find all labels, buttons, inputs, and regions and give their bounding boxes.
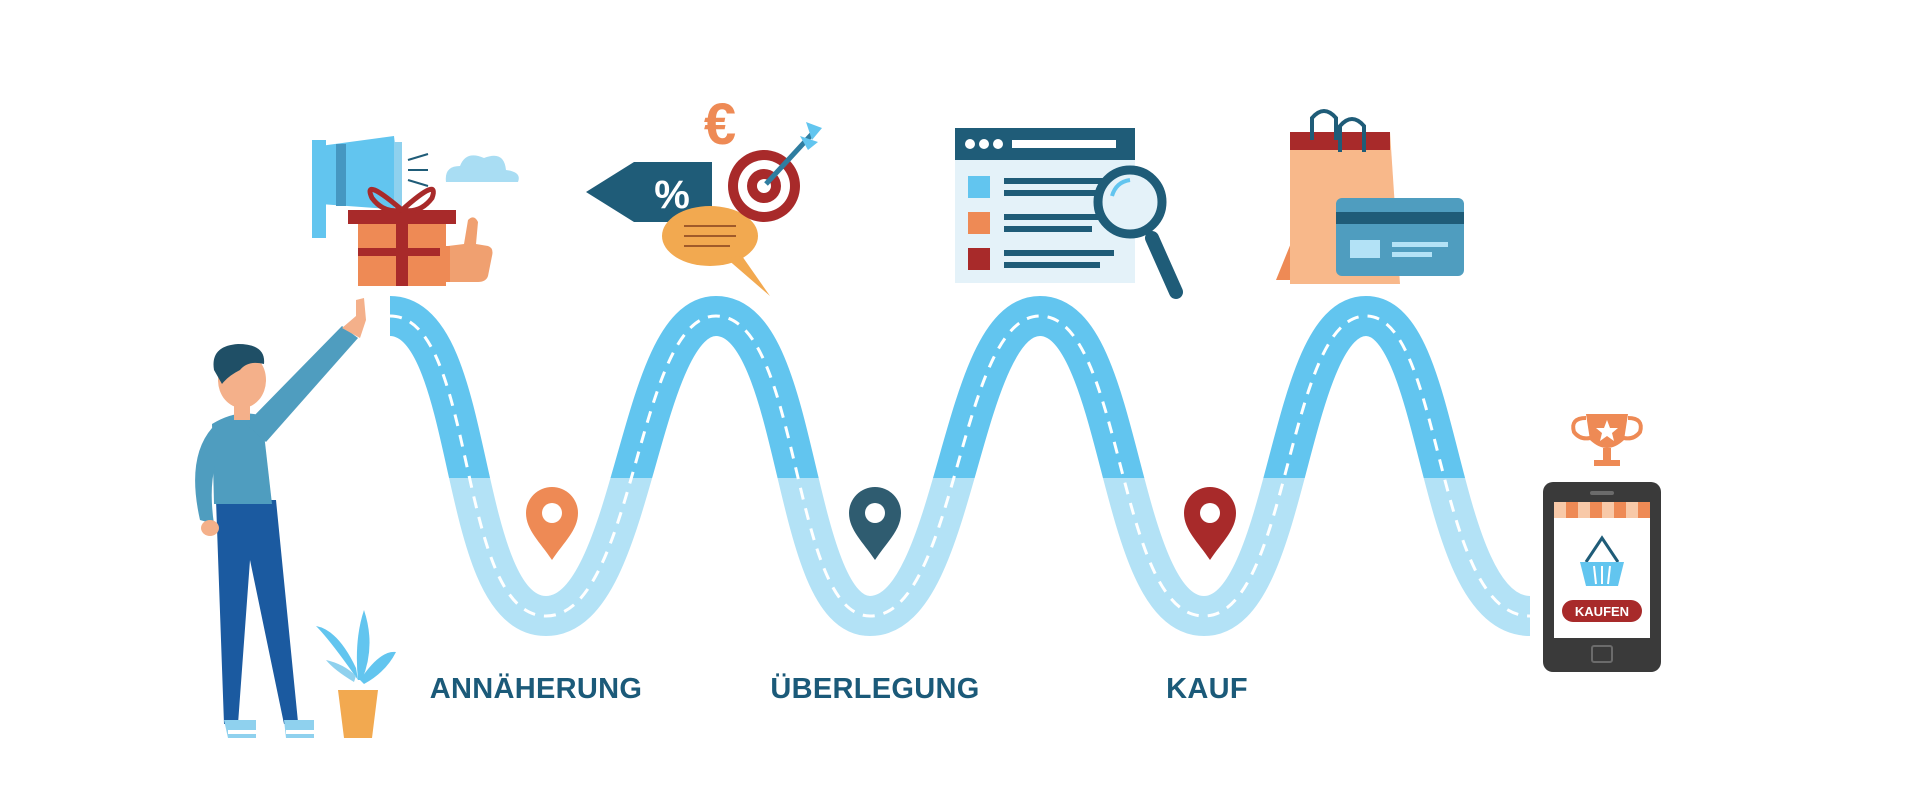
gift-box-icon bbox=[348, 186, 456, 286]
euro-symbol-icon: € bbox=[704, 92, 736, 157]
potted-plant-illustration bbox=[316, 610, 396, 738]
location-pin-icon bbox=[849, 487, 901, 560]
thumbs-up-icon bbox=[440, 217, 493, 282]
location-pin-icon bbox=[526, 487, 578, 560]
person-pointing-illustration bbox=[195, 298, 366, 738]
kaufen-button[interactable]: KAUFEN bbox=[1562, 600, 1642, 622]
magnifying-glass-icon bbox=[1093, 165, 1183, 299]
stage-label-annaeherung: ANNÄHERUNG bbox=[429, 673, 643, 705]
credit-card-icon bbox=[1336, 198, 1464, 276]
cloud-icon bbox=[445, 155, 519, 182]
speech-bubble-icon bbox=[662, 206, 770, 296]
location-pin-icon bbox=[1184, 487, 1236, 560]
road-center-dashes bbox=[389, 314, 1531, 618]
winding-road bbox=[387, 295, 1533, 637]
kaufen-button-label: KAUFEN bbox=[1575, 604, 1629, 619]
stage-label-ueberlegung: ÜBERLEGUNG bbox=[770, 673, 980, 705]
percent-symbol: % bbox=[654, 173, 690, 217]
smartphone-shop-icon bbox=[1543, 482, 1661, 672]
percent-tag-icon: % bbox=[586, 162, 712, 222]
trophy-icon bbox=[1571, 414, 1643, 466]
target-icon bbox=[728, 122, 822, 222]
stage-label-kauf: KAUF bbox=[1166, 673, 1248, 705]
